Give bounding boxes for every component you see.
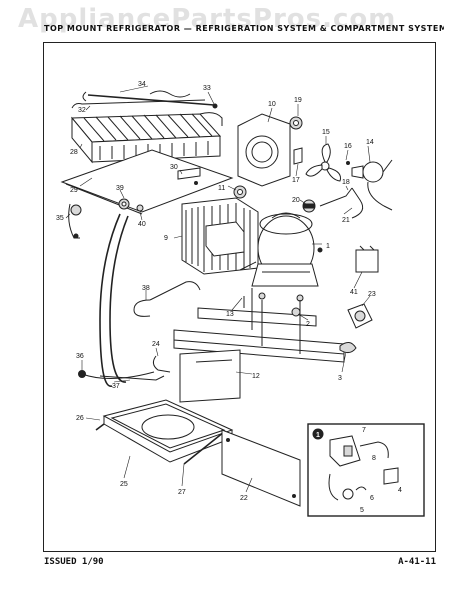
part-label-26: 26 [76, 415, 84, 422]
part-label-17: 17 [292, 177, 300, 184]
part-label-11: 11 [218, 185, 225, 192]
part-label-35: 35 [56, 215, 64, 222]
page-code: A-41-11 [398, 557, 436, 567]
drain-fitting [118, 198, 130, 210]
part-label-6: 6 [370, 495, 374, 502]
defrost-heater-clip [177, 167, 201, 185]
compressor-base-plate [179, 349, 241, 403]
mounting-grommets [251, 288, 304, 354]
drain-tube [78, 370, 165, 381]
part-label-22: 22 [240, 495, 248, 502]
part-label-2: 2 [306, 321, 310, 328]
part-label-1: 1 [326, 243, 330, 250]
defrost-drain-pan [95, 399, 234, 465]
part-label-36: 36 [76, 353, 84, 360]
part-label-19: 19 [294, 97, 302, 104]
diagram-frame [43, 42, 436, 552]
rail-clip [339, 342, 357, 354]
part-label-4: 4 [398, 487, 402, 494]
part-label-29: 29 [70, 187, 78, 194]
part-label-40: 40 [138, 221, 146, 228]
watermark-text: AppliancePartsPros.com [18, 4, 397, 34]
fan-bracket [293, 147, 303, 165]
evaporator-drain-tray [60, 149, 234, 215]
part-label-34: 34 [138, 81, 146, 88]
part-label-30: 30 [170, 164, 178, 171]
drain-plug [136, 204, 144, 212]
issued-date: ISSUED 1/90 [44, 557, 104, 567]
evaporator-fan-blade [305, 143, 341, 182]
part-label-8: 8 [372, 455, 376, 462]
compressor [239, 212, 323, 287]
part-label-9: 9 [164, 235, 168, 242]
compressor-mounting-rail [173, 296, 345, 363]
part-label-27: 27 [178, 489, 186, 496]
part-label-15: 15 [322, 129, 330, 136]
part-label-14: 14 [366, 139, 374, 146]
diagram-title: TOP MOUNT REFRIGERATOR — REFRIGERATION S… [44, 24, 444, 33]
part-label-37: 37 [112, 383, 120, 390]
part-label-16: 16 [344, 143, 352, 150]
part-label-5: 5 [360, 507, 364, 514]
overload-protector [347, 303, 373, 329]
part-label-21: 21 [342, 217, 350, 224]
part-number-labels: 34 33 32 28 29 30 10 19 15 16 14 17 11 1… [56, 81, 402, 514]
condenser-coil [181, 197, 259, 275]
part-label-33: 33 [203, 85, 211, 92]
callout-leaders [65, 85, 371, 493]
shroud-grommet [233, 185, 247, 199]
part-label-20: 20 [292, 197, 300, 204]
part-label-38: 38 [142, 285, 150, 292]
part-label-3: 3 [338, 375, 342, 382]
drain-hose [99, 213, 129, 387]
drain-heater-loop [133, 281, 201, 317]
drain-tube-assembly [82, 90, 218, 109]
part-label-12: 12 [252, 373, 260, 380]
inset-badge: 1 [316, 432, 320, 439]
part-label-25: 25 [120, 481, 128, 488]
part-label-24: 24 [152, 341, 160, 348]
part-label-28: 28 [70, 149, 78, 156]
evaporator-coil [70, 99, 223, 164]
rear-access-panel [221, 429, 301, 507]
part-label-13: 13 [226, 311, 234, 318]
part-label-23: 23 [368, 291, 376, 298]
part-label-10: 10 [268, 101, 276, 108]
motor-grommet [289, 116, 303, 130]
part-label-7: 7 [362, 427, 366, 434]
inset-detail-box [307, 423, 425, 517]
start-relay [355, 245, 379, 273]
fan-wire-harness [302, 187, 364, 219]
part-label-41: 41 [350, 289, 358, 296]
part-label-39: 39 [116, 185, 124, 192]
part-label-18: 18 [342, 179, 350, 186]
thermostat-capillary [68, 203, 82, 239]
fan-shroud [237, 113, 291, 187]
part-label-32: 32 [78, 107, 86, 114]
harness-wire [152, 355, 171, 373]
fan-motor [346, 159, 393, 211]
